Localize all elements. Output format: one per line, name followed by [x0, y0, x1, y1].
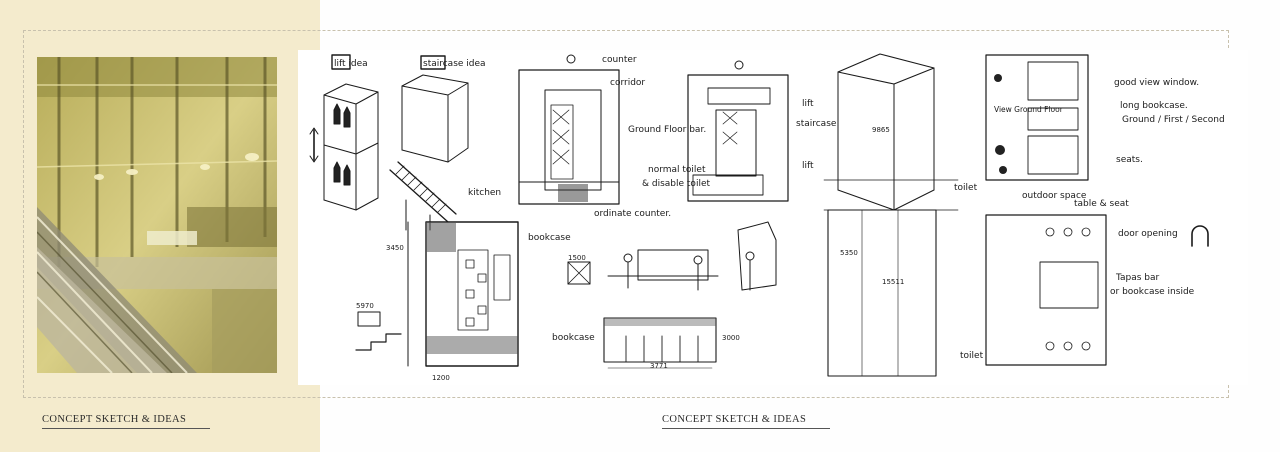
label-seats: seats. — [1116, 155, 1143, 165]
label-dim-15511: 15511 — [882, 278, 904, 286]
label-staircase: staircase — [796, 119, 837, 129]
label-bookcase-2: bookcase — [552, 333, 595, 343]
label-dim-1200: 1200 — [432, 374, 450, 382]
label-toilet-2: toilet — [960, 351, 984, 361]
label-dim-5970: 5970 — [356, 302, 374, 310]
label-lift-1: lift — [802, 99, 814, 109]
label-long-bookcase: long bookcase. — [1120, 101, 1188, 111]
label-lift-2: lift — [802, 161, 814, 171]
label-kitchen: kitchen — [468, 188, 501, 198]
upper-floor-plan-sketch — [985, 54, 1089, 181]
label-dim-3450: 3450 — [386, 244, 404, 252]
label-view-ground-floor: View Ground Floor — [994, 105, 1064, 114]
ground-floor-plan-right-sketch — [985, 214, 1209, 366]
label-dim-5350: 5350 — [840, 249, 858, 257]
seating-detail-sketch — [567, 221, 777, 291]
label-table-seat: table & seat — [1074, 199, 1129, 209]
label-ground-first-second: Ground / First / Second — [1122, 115, 1225, 125]
elevation-sketch-left — [518, 54, 620, 205]
label-dim-1500: 1500 — [568, 254, 586, 262]
staircase-idea-sketch — [389, 55, 469, 231]
label-bookcase-1: bookcase — [528, 233, 571, 243]
caption-right: CONCEPT SKETCH & IDEAS — [662, 414, 807, 425]
label-normal-toilet: normal toilet — [648, 165, 706, 175]
label-counter: counter — [602, 55, 637, 65]
concept-sketch-sheet: lift idea staircase idea kitchen bookcas… — [298, 50, 1248, 385]
label-ground-floor-bar: Ground Floor bar. — [628, 125, 706, 135]
label-ordinate-counter: ordinate counter. — [594, 209, 671, 219]
label-tapas-bar: Tapas bar — [1115, 273, 1160, 283]
concept-sketch-drawing: lift idea staircase idea kitchen bookcas… — [309, 53, 1225, 382]
building-perspective-sketch — [823, 53, 959, 377]
caption-left-underline — [42, 428, 210, 429]
ground-floor-plan-sketch — [355, 221, 519, 367]
label-toilet-1: toilet — [954, 183, 978, 193]
label-dim-9865: 9865 — [872, 126, 890, 134]
label-disable-toilet: & disable toilet — [642, 179, 710, 189]
caption-right-underline — [662, 428, 830, 429]
label-or-bookcase-inside: or bookcase inside — [1110, 287, 1195, 297]
escalator-photo — [37, 57, 277, 373]
caption-left: CONCEPT SKETCH & IDEAS — [42, 414, 187, 425]
escalator-photo-image — [37, 57, 277, 373]
label-corridor: corridor — [610, 78, 645, 88]
label-good-view-window: good view window. — [1114, 78, 1199, 88]
elevation-sketch-right — [687, 60, 789, 202]
label-outdoor-space: outdoor space — [1022, 191, 1087, 201]
label-door-opening: door opening — [1118, 229, 1178, 239]
label-lift-idea: lift idea — [334, 59, 368, 69]
label-dim-3771: 3771 — [650, 362, 668, 370]
label-dim-3000: 3000 — [722, 334, 740, 342]
bar-elevation-sketch — [603, 317, 717, 369]
lift-idea-sketch — [309, 54, 379, 211]
label-staircase-idea: staircase idea — [423, 59, 486, 69]
